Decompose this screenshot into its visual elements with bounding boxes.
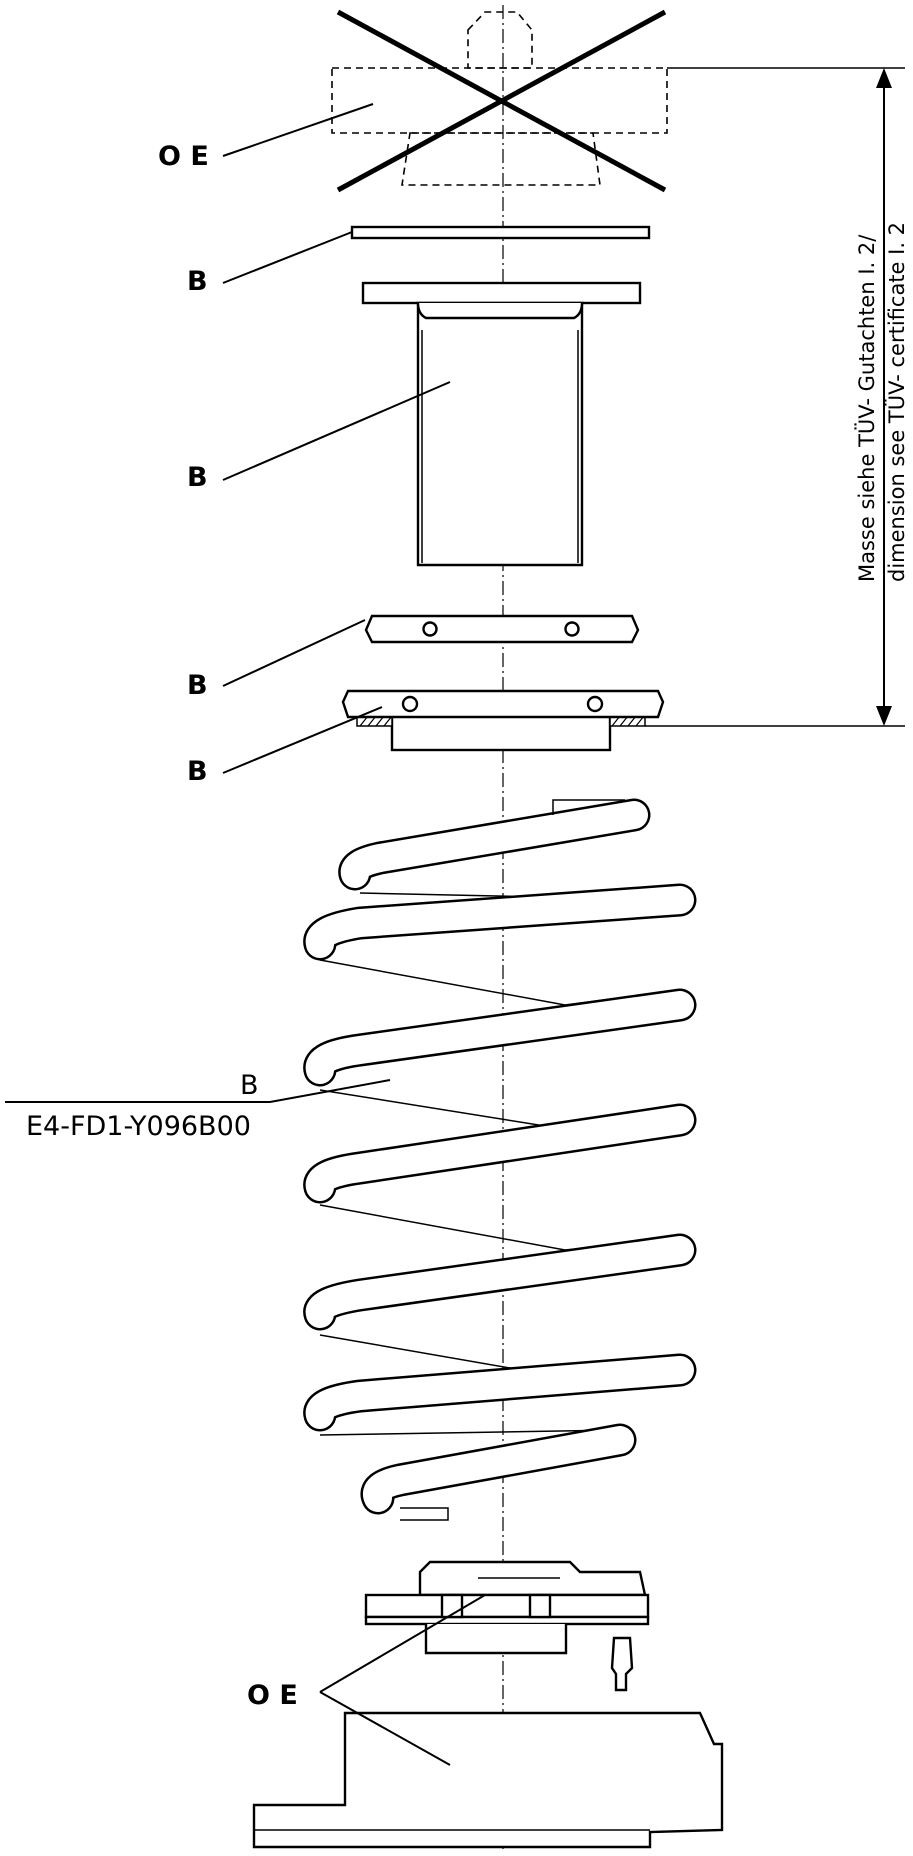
dimension-note-line1: Masse siehe TÜV- Gutachten I. 2/ bbox=[854, 234, 879, 582]
label-b-ring-lower: B bbox=[187, 756, 208, 787]
label-b-sleeve: B bbox=[187, 462, 208, 493]
spring-seat-lower bbox=[341, 689, 665, 752]
adjuster-ring-upper bbox=[364, 614, 640, 644]
label-b-disc: B bbox=[187, 266, 208, 297]
oe-top-mount-crossed bbox=[331, 9, 668, 193]
oe-lower-housing bbox=[252, 1711, 724, 1849]
dimension-note-line2: dimension see TÜV- certificate I. 2 bbox=[884, 222, 909, 582]
oe-lower-mount bbox=[364, 1560, 650, 1692]
dimension-indicator bbox=[645, 67, 905, 727]
shim-disc bbox=[350, 225, 651, 240]
leader-lines bbox=[5, 103, 486, 1766]
label-spring-part-number: E4-FD1-Y096B00 bbox=[26, 1111, 251, 1142]
top-hat-sleeve bbox=[361, 281, 642, 567]
coil-spring bbox=[303, 798, 697, 1521]
label-spring-b: B bbox=[240, 1070, 259, 1101]
cross-line-b bbox=[336, 9, 667, 193]
label-oe-top: O E bbox=[158, 141, 209, 172]
label-oe-bottom: O E bbox=[247, 1680, 298, 1711]
label-b-ring-upper: B bbox=[187, 670, 208, 701]
